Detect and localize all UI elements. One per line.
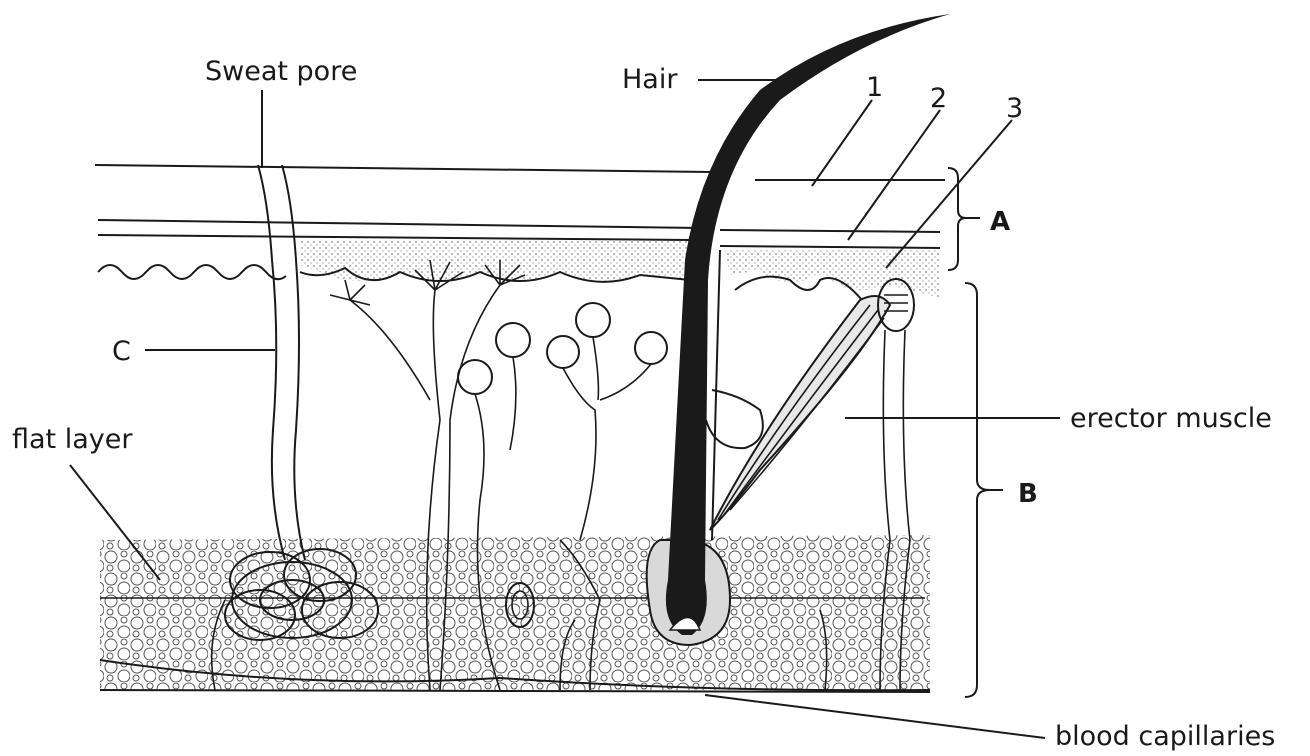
label-c: C	[112, 336, 131, 367]
label-3: 3	[1006, 93, 1023, 124]
bracket-a	[948, 168, 966, 270]
epidermis	[95, 165, 945, 298]
label-erector-muscle: erector muscle	[1070, 403, 1272, 434]
erector-muscle	[710, 296, 890, 530]
label-b: B	[1018, 479, 1038, 509]
label-2: 2	[930, 83, 947, 114]
label-sweat-pore: Sweat pore	[205, 56, 357, 87]
label-a: A	[990, 207, 1010, 237]
label-flat-layer: flat layer	[12, 424, 133, 455]
label-blood-capillaries: blood capillaries	[1055, 721, 1275, 752]
label-hair: Hair	[622, 64, 678, 95]
bracket-b	[965, 283, 990, 697]
label-1: 1	[866, 72, 883, 103]
